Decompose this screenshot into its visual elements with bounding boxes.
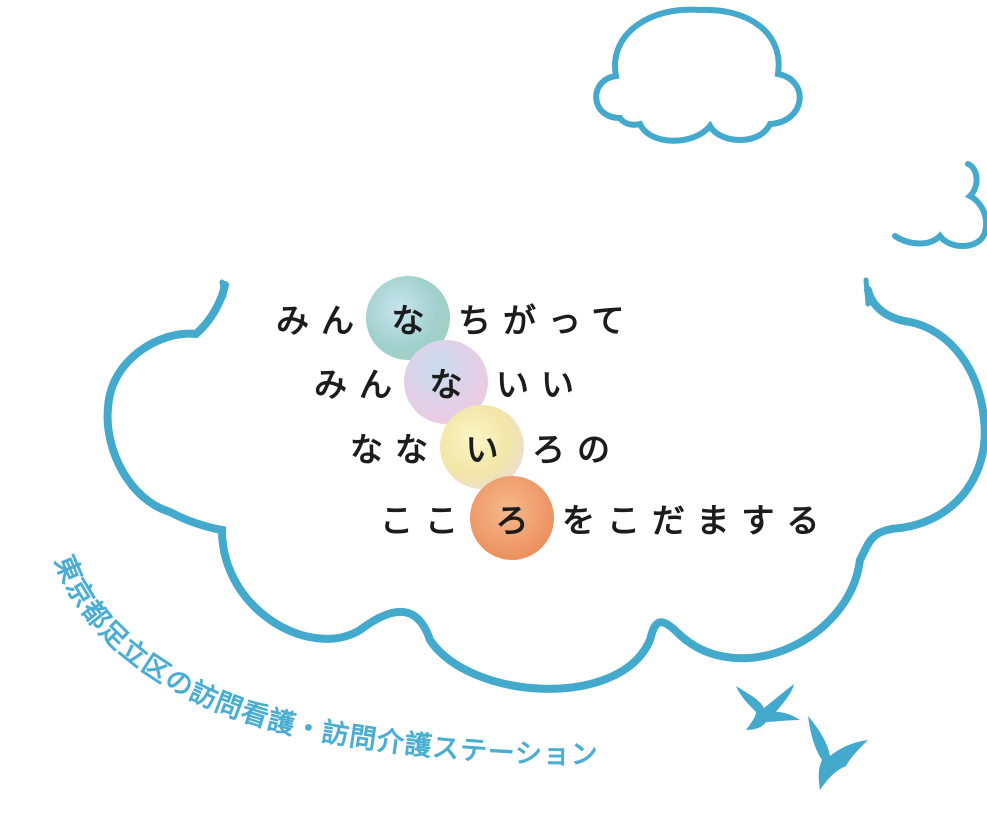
slogan-text: ちがって xyxy=(458,301,637,340)
color-dot: い xyxy=(440,405,524,489)
color-dot: ろ xyxy=(470,476,554,560)
cloud-icon xyxy=(103,277,987,693)
slogan-text: ここ xyxy=(380,501,470,540)
bird-icon xyxy=(808,716,868,790)
slogan-text: みん xyxy=(314,365,404,404)
cloud-icon xyxy=(593,6,803,144)
slogan-text: みん xyxy=(276,301,366,340)
slogan-text: なな xyxy=(350,430,440,469)
slogan-line-4: ここ ろ をこだまする xyxy=(380,476,831,560)
slogan-text: いい xyxy=(496,365,586,404)
slogan-line-1: みん な ちがって xyxy=(276,276,636,360)
cloud-icon xyxy=(892,161,987,250)
bird-icon xyxy=(736,684,800,730)
slogan-text: をこだまする xyxy=(562,501,832,540)
slogan-line-3: なな い ろの xyxy=(350,405,622,489)
slogan-text: ろの xyxy=(532,430,622,469)
